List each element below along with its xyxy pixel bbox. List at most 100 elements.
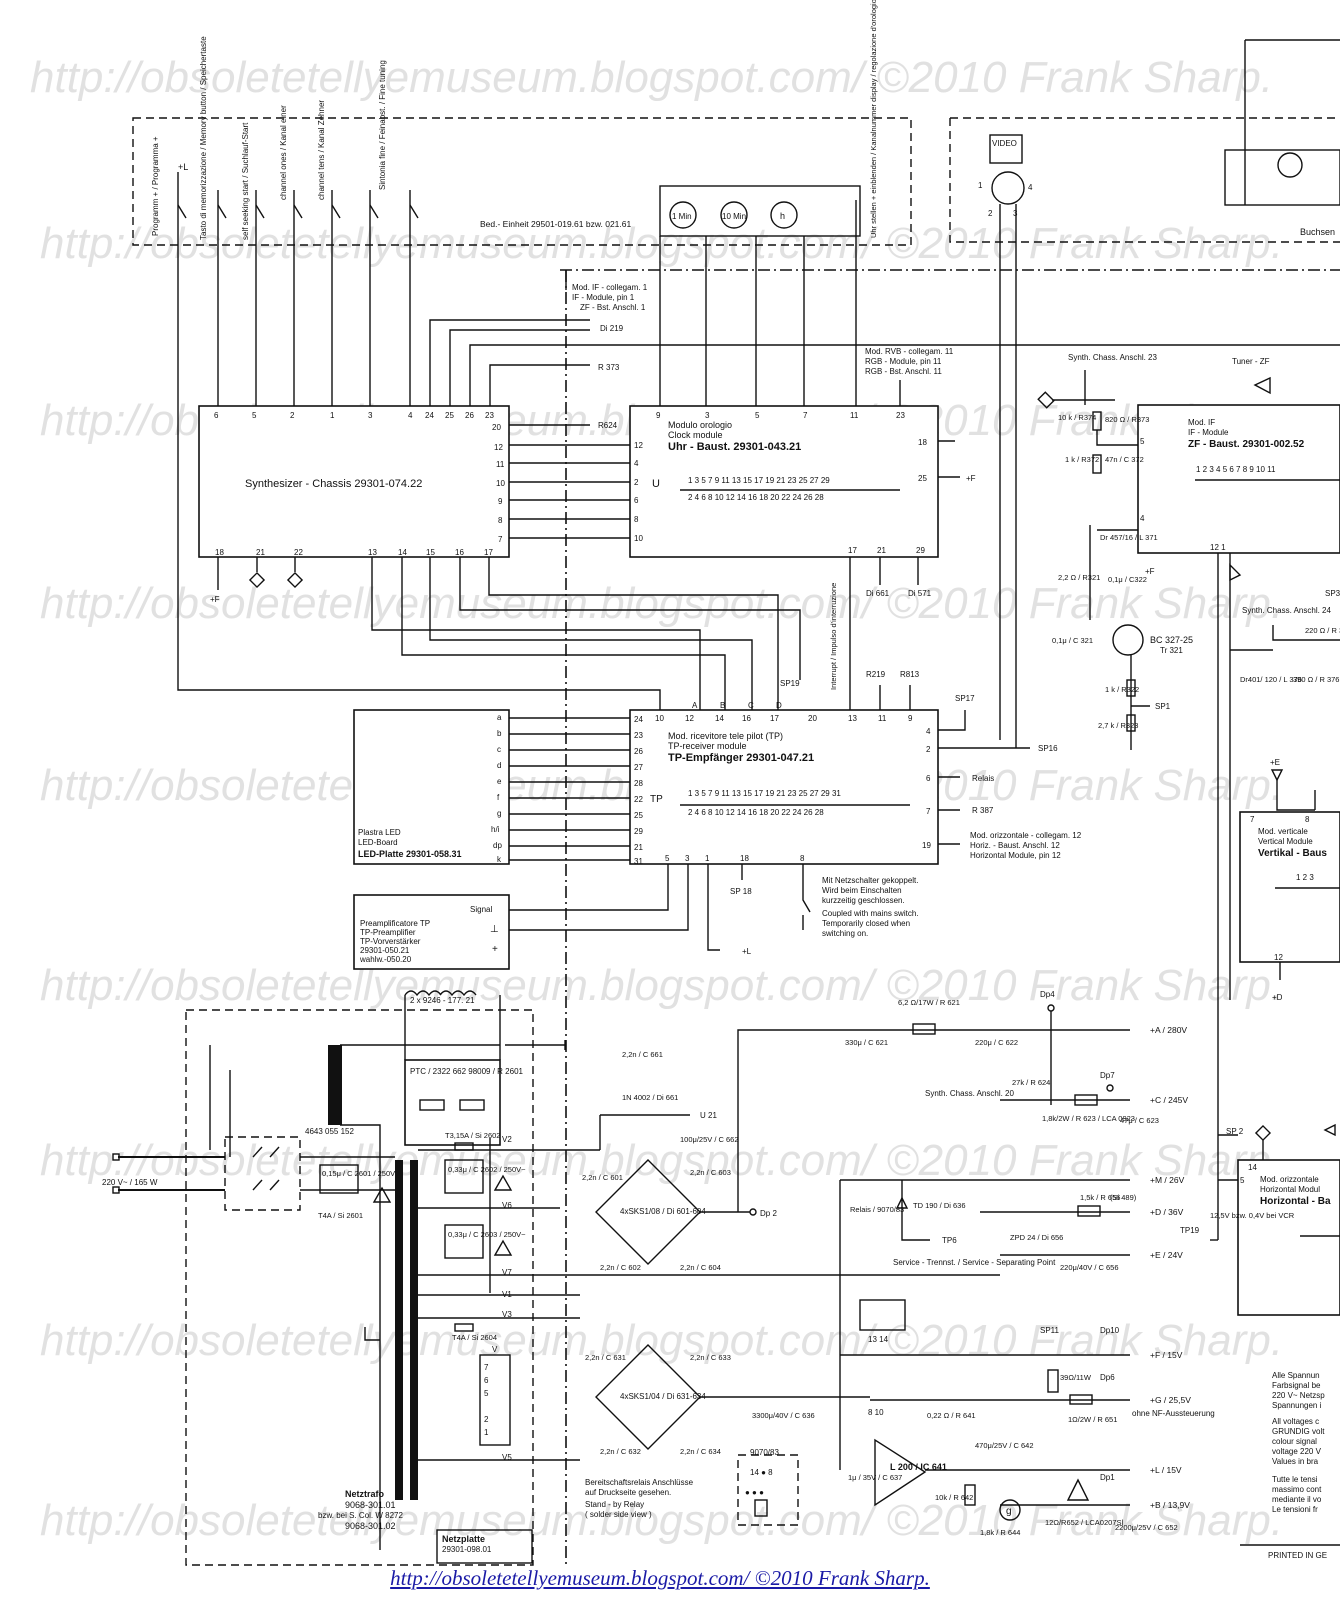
- control-unit: Bed.- Einheit 29501-019.61 bzw. 021.61 P…: [132, 0, 912, 410]
- label: SP17: [955, 694, 975, 703]
- label: 100μ/25V / C 662: [680, 1135, 739, 1144]
- block-title: 29301-098.01: [442, 1545, 492, 1554]
- svg-text:4: 4: [408, 411, 413, 420]
- label: Signal: [470, 905, 492, 914]
- label: 2,2n / C 631: [585, 1353, 626, 1362]
- top-connections: Mod. IF - collegam. 1 IF - Module, pin 1…: [429, 270, 1340, 410]
- label: Di 219: [600, 324, 624, 333]
- watermark-text: http://obsoletetellyemuseum.blogspot.com…: [30, 53, 1273, 102]
- svg-text:6: 6: [926, 774, 931, 783]
- label: RGB - Module, pin 11: [865, 357, 942, 366]
- svg-text:V5: V5: [502, 1453, 512, 1462]
- label: 9068-301.01: [345, 1500, 396, 1510]
- label: 470μ/25V / C 642: [975, 1441, 1034, 1450]
- svg-text:9: 9: [908, 714, 913, 723]
- svg-text:25: 25: [634, 811, 643, 820]
- label: L 200 / IC 641: [890, 1462, 947, 1472]
- svg-text:17: 17: [770, 714, 779, 723]
- label: +F: [210, 595, 220, 604]
- block-title: Netzplatte: [442, 1534, 485, 1544]
- svg-text:18: 18: [215, 548, 224, 557]
- svg-text:12: 12: [494, 443, 503, 452]
- note-text: massimo cont: [1272, 1485, 1322, 1494]
- label: +F: [966, 474, 976, 483]
- label: 1Ω/2W / R 651: [1068, 1415, 1117, 1424]
- standby-relay: 9070/83 14 ● 8 ● ● ● Bereitschaftsrelais…: [585, 1448, 799, 1526]
- block-title: Mod. verticale: [1258, 827, 1308, 836]
- label: 0,33μ / C 2603 / 250V~: [448, 1230, 526, 1239]
- svg-text:13 14: 13 14: [868, 1335, 889, 1344]
- block-letter: U: [652, 478, 660, 490]
- svg-text:21: 21: [877, 546, 886, 555]
- tp-bottom-wires: +L SP 18 Mit Netzschalter gekoppelt. Wir…: [509, 864, 919, 956]
- u21-supply: 2,2n / C 661 1N 4002 / Di 661 U 21 100μ/…: [599, 1050, 739, 1150]
- label: TP19: [1180, 1226, 1200, 1235]
- label: 39Ω/11W: [1060, 1373, 1092, 1382]
- svg-text:7: 7: [1250, 815, 1255, 824]
- plus-l-label: +L: [178, 162, 188, 172]
- label: +G / 25,5V: [1150, 1395, 1191, 1405]
- label: Mod. orizzontale - collegam. 12: [970, 831, 1082, 840]
- svg-text:19: 19: [922, 841, 931, 850]
- svg-text:dp: dp: [493, 841, 502, 850]
- label: +A / 280V: [1150, 1025, 1187, 1035]
- if-module-area: Synth. Chass. Anschl. 23 Tuner - ZF ZF M…: [1037, 353, 1340, 1240]
- buchsen-label: Buchsen: [1300, 227, 1335, 237]
- clock-button-1min: 1 Min: [659, 201, 697, 410]
- watermark: http://obsoletetellyemuseum.blogspot.com…: [30, 53, 1283, 1545]
- synth-bottom-wires: +F SP19 R219 R813: [177, 410, 920, 710]
- label: 2,2n / C 633: [690, 1353, 731, 1362]
- svg-text:C: C: [748, 701, 754, 710]
- block-title: Plastra LED: [358, 828, 401, 837]
- block-title: Vertikal - Baus: [1258, 848, 1327, 859]
- note-text: Le tensioni fr: [1272, 1505, 1318, 1514]
- notes: Alle Spannun Farbsignal be 220 V~ Netzsp…: [1240, 1371, 1340, 1560]
- block-title: Uhr - Baust. 29301-043.21: [668, 441, 801, 453]
- watermark-text: http://obsoletetellyemuseum.blogspot.com…: [40, 1136, 1283, 1185]
- label: ( solder side view ): [585, 1510, 652, 1519]
- svg-text:13: 13: [848, 714, 857, 723]
- clock-pin-row: 1 3 5 7 9 11 13 15 17 19 21 23 25 27 29 …: [688, 476, 830, 502]
- block-letter: TP: [650, 794, 663, 805]
- label: 0,22 Ω / R 641: [927, 1411, 976, 1420]
- label: switching on.: [822, 929, 868, 938]
- note-text: GRUNDIG volt: [1272, 1427, 1325, 1436]
- tp-receiver-block: Mod. ricevitore tele pilot (TP) TP-recei…: [629, 701, 939, 866]
- footer-link[interactable]: http://obsoletetellyemuseum.blogspot.com…: [390, 1566, 930, 1590]
- svg-text:2 4 6 8 10 12 14 16 18 20 22 2: 2 4 6 8 10 12 14 16 18 20 22 24 26 28: [688, 493, 824, 502]
- switch-label: channel ones / Kanal einer: [279, 105, 288, 200]
- label: 2,2n / C 601: [582, 1173, 623, 1182]
- svg-text:5: 5: [755, 411, 760, 420]
- switch-label: channel tens / Kanal Zehner: [317, 100, 326, 200]
- note-text: Alle Spannun: [1272, 1371, 1320, 1380]
- svg-text:12 1: 12 1: [1210, 543, 1226, 552]
- svg-text:e: e: [497, 777, 502, 786]
- svg-text:17: 17: [848, 546, 857, 555]
- label: Dp 2: [760, 1209, 777, 1218]
- clock-button-10min: 10 Min: [705, 201, 748, 410]
- block-title: LED-Platte 29301-058.31: [358, 849, 462, 859]
- label: 1,5k / R 656: [1080, 1193, 1120, 1202]
- svg-text:11: 11: [850, 411, 859, 420]
- label: 2,2n / C 634: [680, 1447, 721, 1456]
- label: 1 k / R372: [1065, 455, 1099, 464]
- svg-text:14: 14: [1248, 1163, 1257, 1172]
- svg-text:g: g: [497, 809, 501, 818]
- svg-text:26: 26: [465, 411, 474, 420]
- label: Bereitschaftsrelais Anschlüsse: [585, 1478, 694, 1487]
- label: 4xSKS1/04 / Di 631-634: [620, 1392, 706, 1401]
- label: 9068-301.02: [345, 1521, 396, 1531]
- svg-text:8 10: 8 10: [868, 1408, 884, 1417]
- svg-text:1 3 5 7 9 11 13 15 17 19 21 23: 1 3 5 7 9 11 13 15 17 19 21 23 25 27 29 …: [688, 789, 841, 798]
- block-title: Clock module: [668, 430, 723, 440]
- label: 2200μ/25V / C 652: [1115, 1523, 1178, 1532]
- label: 3300μ/40V / C 636: [752, 1411, 815, 1420]
- label: Tr 321: [1160, 646, 1183, 655]
- svg-text:c: c: [497, 745, 501, 754]
- block-title: TP-Vorverstärker: [360, 937, 421, 946]
- label: U 21: [700, 1111, 717, 1120]
- block-title: Vertical Module: [1258, 837, 1313, 846]
- svg-text:A: A: [692, 701, 698, 710]
- synth-clock-bus: R624: [509, 421, 630, 539]
- label: 1,8k/2W / R 623 / LCA 0923: [1042, 1114, 1135, 1123]
